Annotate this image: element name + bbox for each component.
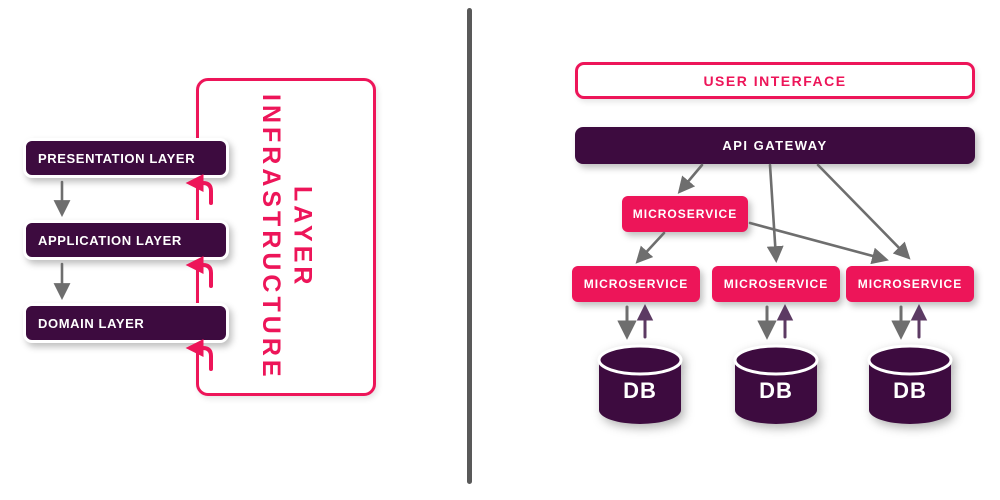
cylinder-top: [867, 344, 953, 376]
database-icon: [867, 344, 953, 424]
infrastructure-label-line2: LAYER: [288, 185, 317, 289]
database-label: DB: [623, 378, 657, 403]
application-layer-label: APPLICATION LAYER: [38, 232, 182, 248]
cylinder-body: [735, 360, 817, 424]
microservice-label: MICROSERVICE: [632, 207, 738, 221]
cylinder-body: [869, 360, 951, 424]
presentation-layer-box: PRESENTATION LAYER: [23, 138, 229, 178]
api-gateway-box: API GATEWAY: [575, 127, 975, 164]
microservice-label: MICROSERVICE: [583, 277, 689, 291]
database-label: DB: [893, 378, 927, 403]
arrow-gateway-to-microservice-right: [816, 163, 911, 260]
user-interface-box: USER INTERFACE: [575, 62, 975, 99]
microservice-label: MICROSERVICE: [857, 277, 963, 291]
database-cylinder-left: DB: [595, 344, 685, 428]
database-cylinder-right: DB: [865, 344, 955, 428]
cylinder-body: [599, 360, 681, 424]
user-interface-label: USER INTERFACE: [703, 72, 847, 89]
arrow-microservice-top-to-left: [635, 231, 666, 264]
divider: [467, 8, 472, 484]
microservice-box-left: MICROSERVICE: [572, 266, 700, 302]
application-layer-box: APPLICATION LAYER: [23, 220, 229, 260]
arrow-gateway-to-microservice-middle: [766, 163, 784, 264]
database-icon: [733, 344, 819, 424]
database-label: DB: [759, 378, 793, 403]
cylinder-top: [733, 344, 819, 376]
cylinder-top: [597, 344, 683, 376]
arrow-gateway-to-microservice-top: [677, 163, 704, 194]
database-cylinder-middle: DB: [731, 344, 821, 428]
domain-layer-label: DOMAIN LAYER: [38, 315, 145, 331]
infrastructure-layer-label: INFRASTRUCTURE LAYER: [255, 81, 318, 393]
microservice-box-right: MICROSERVICE: [846, 266, 974, 302]
microservice-box-top: MICROSERVICE: [622, 196, 748, 232]
api-gateway-label: API GATEWAY: [722, 138, 828, 153]
microservice-box-middle: MICROSERVICE: [712, 266, 840, 302]
microservice-label: MICROSERVICE: [723, 277, 829, 291]
database-icon: [597, 344, 683, 424]
infrastructure-label-line1: INFRASTRUCTURE: [257, 93, 285, 381]
presentation-layer-label: PRESENTATION LAYER: [38, 150, 196, 166]
arrow-microservice-top-to-right: [748, 221, 889, 265]
domain-layer-box: DOMAIN LAYER: [23, 303, 229, 343]
